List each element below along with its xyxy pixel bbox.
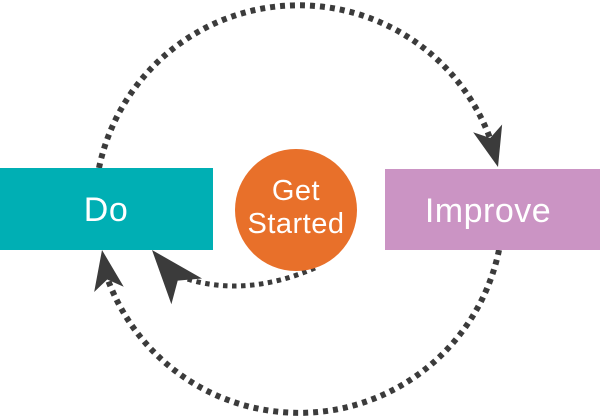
arc-do-to-improve xyxy=(96,2,494,169)
arrowhead-into-improve-icon xyxy=(473,124,503,167)
do-label: Do xyxy=(84,191,128,229)
get-started-badge xyxy=(235,149,357,271)
improve-label: Improve xyxy=(425,192,551,230)
improve-box xyxy=(385,169,600,250)
get-started-label-line1: Get xyxy=(272,175,320,207)
arrowhead-into-do-inner-icon xyxy=(152,250,203,305)
do-box xyxy=(0,168,213,250)
arrowhead-into-do-outer-icon xyxy=(94,250,124,292)
get-started-label-line2: Started xyxy=(248,208,345,240)
arc-improve-to-do xyxy=(105,249,502,416)
arc-get-started-to-do xyxy=(183,265,316,289)
